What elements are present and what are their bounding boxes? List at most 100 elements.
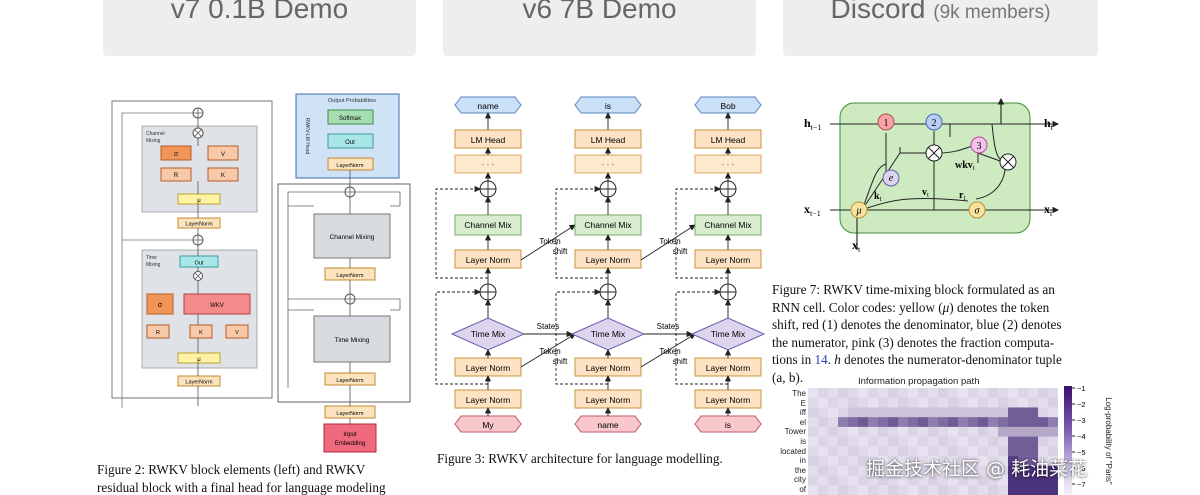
heatmap-cell <box>828 426 839 437</box>
colorbar-label: Log-probability of "Paris" <box>1104 397 1113 485</box>
fig3-lm-head-label: LM Head <box>711 135 746 145</box>
heatmap-cell <box>1038 417 1049 428</box>
heatmap-cell <box>958 426 969 437</box>
tab-v6-demo[interactable]: v6 7B Demo <box>443 0 756 56</box>
fig3-token-shift-label: shift <box>673 247 688 256</box>
f7-sigma <box>968 201 986 219</box>
heatmap-cell <box>908 465 919 476</box>
heatmap-cell <box>868 388 879 399</box>
heatmap-cell <box>918 465 929 476</box>
heatmap-cell <box>808 446 819 457</box>
fig3-layer-norm-label: Layer Norm <box>706 363 750 373</box>
heatmap-cell <box>1048 436 1058 447</box>
heatmap-cell <box>978 485 989 495</box>
heatmap-cell <box>898 456 909 467</box>
heatmap-cell <box>1008 407 1019 418</box>
f2-channel-mixing-label: Channel <box>146 131 165 137</box>
heatmap-cell <box>918 485 929 495</box>
heatmap-cell <box>888 446 899 457</box>
heatmap-cell <box>818 426 829 437</box>
tab-discord-sub: (9k members) <box>933 2 1051 23</box>
svg-text:Channel Mixing: Channel Mixing <box>330 234 375 241</box>
heatmap-token: located <box>780 446 806 456</box>
heatmap-cell <box>1028 485 1039 495</box>
heatmap-cell <box>948 407 959 418</box>
heatmap-cell <box>1028 475 1039 486</box>
fig3-output-token <box>694 96 762 114</box>
heatmap-cell <box>868 436 879 447</box>
heatmap-cell <box>908 475 919 486</box>
heatmap-cell <box>818 417 829 428</box>
heatmap-cell <box>848 407 859 418</box>
heatmap-cell <box>868 465 879 476</box>
heatmap-cell <box>1018 426 1029 437</box>
heatmap-cell <box>908 388 919 399</box>
heatmap-cell <box>948 397 959 408</box>
svg-text:σ: σ <box>975 206 981 217</box>
tab-v7-demo[interactable]: v7 0.1B Demo <box>103 0 416 56</box>
heatmap-cell <box>948 475 959 486</box>
heatmap-cell <box>858 456 869 467</box>
heatmap-cell <box>898 407 909 418</box>
fig3-dots-label: · · · <box>602 160 614 169</box>
fig3-input-token <box>574 415 642 433</box>
f2-cm-v <box>207 145 239 161</box>
heatmap-cell <box>998 407 1009 418</box>
fig3-input-label: name <box>597 420 619 430</box>
svg-text:Out: Out <box>195 261 204 267</box>
tab-discord[interactable]: Discord (9k members) <box>783 0 1098 56</box>
heatmap-cell <box>1018 465 1029 476</box>
heatmap-cell <box>828 475 839 486</box>
fig3-output-token <box>574 96 642 114</box>
heatmap-cell <box>978 475 989 486</box>
heatmap-cell <box>918 446 929 457</box>
heatmap-cell <box>1008 446 1019 457</box>
svg-text:K: K <box>199 330 203 336</box>
heatmap-cell <box>1028 446 1039 457</box>
fig3-channel-mix-label: Channel Mix <box>704 220 752 230</box>
svg-text:3: 3 <box>977 141 982 152</box>
heatmap-cell <box>938 485 949 495</box>
fig3-input-label: My <box>482 420 494 430</box>
heatmap-cell <box>858 446 869 457</box>
heatmap-cell <box>1048 475 1058 486</box>
heatmap-cell <box>818 407 829 418</box>
heatmap-cell <box>908 456 919 467</box>
heatmap-cell <box>978 397 989 408</box>
f2-ln-1 <box>177 217 221 229</box>
heatmap-cell <box>1018 407 1029 418</box>
heatmap-cell <box>888 426 899 437</box>
heatmap-cell <box>1048 388 1058 399</box>
heatmap-cell <box>948 465 959 476</box>
heatmap-cell <box>1028 388 1039 399</box>
heatmap-cell <box>1028 456 1039 467</box>
heatmap-cell <box>828 456 839 467</box>
heatmap-cell <box>868 446 879 457</box>
heatmap-cell <box>888 397 899 408</box>
svg-text:WKV: WKV <box>210 303 224 309</box>
svg-text:Output Probabilities: Output Probabilities <box>328 98 376 104</box>
heatmap-token: The <box>792 389 806 398</box>
heatmap-cell <box>928 407 939 418</box>
heatmap-cell <box>938 388 949 399</box>
heatmap-cell <box>848 465 859 476</box>
svg-text:Out: Out <box>345 140 355 146</box>
heatmap-cell <box>868 407 879 418</box>
svg-text:μ: μ <box>197 357 201 363</box>
heatmap-cell <box>988 426 999 437</box>
heatmap-cell <box>958 465 969 476</box>
svg-text:Embedding: Embedding <box>335 441 365 447</box>
heatmap-cell <box>938 397 949 408</box>
heatmap-cell <box>988 436 999 447</box>
heatmap-cell <box>988 407 999 418</box>
heatmap-cell <box>928 388 939 399</box>
heatmap-cell <box>848 475 859 486</box>
heatmap-cell <box>808 465 819 476</box>
heatmap-cell <box>838 485 849 495</box>
heatmap-cell <box>958 446 969 457</box>
heatmap-cell <box>1048 465 1058 476</box>
heatmap-cell <box>848 426 859 437</box>
svg-text:wkvt: wkvt <box>955 160 975 172</box>
heatmap-cell <box>1048 426 1058 437</box>
